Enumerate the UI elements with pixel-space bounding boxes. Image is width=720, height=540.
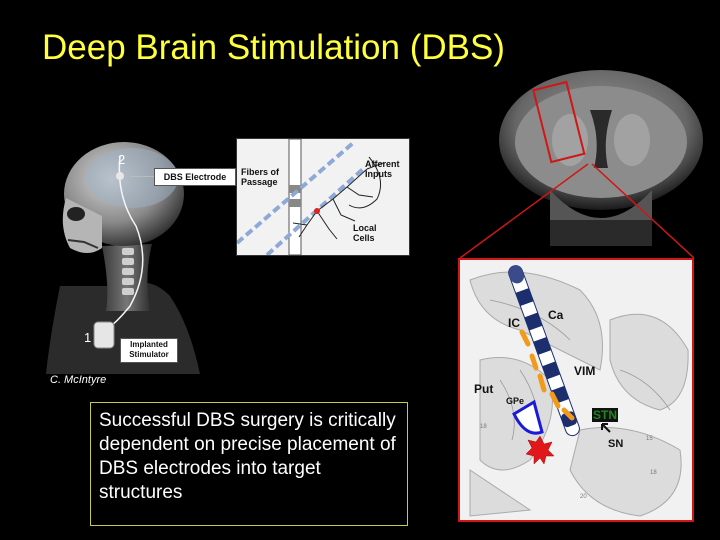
fibers-drawing bbox=[237, 139, 384, 255]
marker-1-label: 1 bbox=[84, 330, 92, 345]
slide-title: Deep Brain Stimulation (DBS) bbox=[42, 28, 505, 67]
electrode-callout-line bbox=[130, 176, 154, 177]
afferent-label-line2: Inputs bbox=[365, 169, 392, 179]
fibers-diagram: Fibers of Passage Afferent Inputs Local … bbox=[236, 138, 410, 256]
svg-text:15: 15 bbox=[646, 436, 653, 442]
stimulator-label-line2: Stimulator bbox=[129, 350, 169, 359]
local-cells-label: Local Cells bbox=[353, 223, 377, 243]
mri-coronal-slice bbox=[490, 70, 712, 246]
caption-box: Successful DBS surgery is critically dep… bbox=[90, 402, 408, 526]
caudate-label: Ca bbox=[548, 308, 564, 322]
vim-label: VIM bbox=[574, 364, 596, 378]
afferent-label-line1: Afferent bbox=[365, 159, 400, 169]
afferent-inputs-label: Afferent Inputs bbox=[365, 159, 400, 179]
fibers-of-passage-label: Fibers of Passage bbox=[241, 167, 279, 187]
putamen-label: Put bbox=[474, 382, 494, 396]
svg-text:20: 20 bbox=[580, 494, 587, 500]
atlas-drawing: 18 20 18 15 bbox=[469, 265, 689, 517]
internal-capsule-label: IC bbox=[508, 316, 520, 330]
implanted-stimulator-callout: Implanted Stimulator bbox=[120, 338, 178, 363]
svg-text:18: 18 bbox=[650, 470, 657, 476]
substantia-nigra-label: SN bbox=[608, 438, 624, 450]
image-credit: C. McIntyre bbox=[50, 374, 107, 386]
local-label-line1: Local bbox=[353, 223, 377, 233]
dbs-electrode-callout: DBS Electrode bbox=[154, 168, 236, 186]
fibers-label-line2: Passage bbox=[241, 177, 278, 187]
svg-text:18: 18 bbox=[480, 424, 487, 430]
local-label-line2: Cells bbox=[353, 233, 375, 243]
stn-label: STN bbox=[592, 408, 618, 422]
stimulator-label-line1: Implanted bbox=[130, 340, 168, 349]
gpe-label: GPe bbox=[506, 396, 525, 406]
marker-2-label: 2 bbox=[118, 152, 126, 167]
fibers-label-line1: Fibers of bbox=[241, 167, 280, 177]
atlas-zoom-panel: 18 20 18 15 Ca IC VIM Put GPe STN SN bbox=[458, 258, 694, 522]
